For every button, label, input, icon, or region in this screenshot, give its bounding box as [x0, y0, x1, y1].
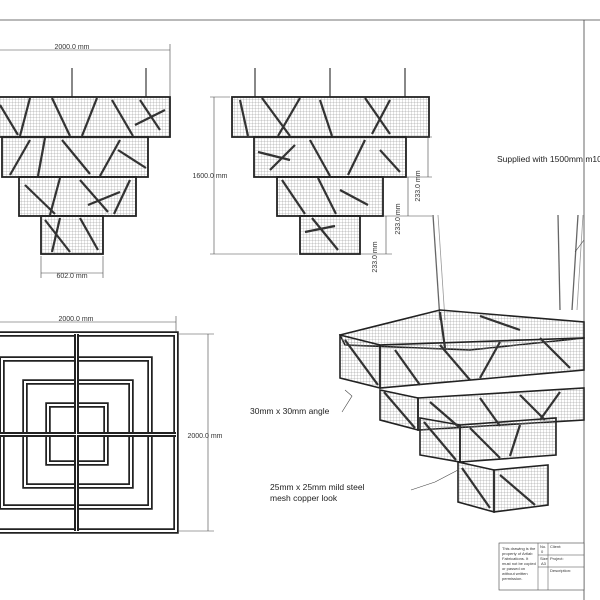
tier-4-panel	[40, 215, 104, 255]
description-label: Description:	[550, 568, 571, 573]
hanging-rod	[432, 214, 441, 321]
side-elevation-view: 1600.0 mm 233.0 mm 233.0 mm 233.0 mm	[192, 68, 432, 273]
hanging-rod	[437, 214, 446, 321]
isometric-view: Supplied with 1500mm m10 30mm x 30mm ang…	[250, 154, 600, 514]
mesh-note-line-1: 25mm x 25mm mild steel	[270, 482, 365, 492]
sheet-size-value: A3	[541, 561, 547, 566]
disclaimer-line-4: must not be copied	[502, 561, 536, 566]
iso-tier-1-right	[379, 337, 585, 389]
hanging-rod	[571, 214, 579, 311]
iso-bracing	[344, 311, 571, 509]
disclaimer-line-1: This drawing is the	[502, 546, 536, 551]
tier-4-panel	[299, 215, 361, 255]
plan-width-dimension: 2000.0 mm	[58, 316, 93, 323]
front-bracing	[0, 97, 166, 253]
plan-height-dimension: 2000.0 mm	[187, 433, 222, 440]
client-label: Client:	[550, 544, 561, 549]
sheet-size-label: Size	[540, 556, 549, 561]
drawing-no-label: No.	[540, 544, 546, 549]
tier-height-dimension-3: 233.0 mm	[372, 241, 379, 272]
disclaimer-line-2: property of Artlab	[502, 551, 533, 556]
rods-note: Supplied with 1500mm m10	[497, 154, 600, 164]
front-width-dimension: 2000.0 mm	[54, 44, 89, 51]
bottom-width-dimension: 602.0 mm	[56, 273, 87, 280]
hanging-rod	[557, 214, 561, 311]
disclaimer-line-6: without written	[502, 571, 528, 576]
project-label: Project:	[550, 556, 564, 561]
hanging-rod	[576, 214, 584, 311]
angle-note: 30mm x 30mm angle	[250, 406, 330, 416]
plan-view: 2000.0 mm 2000.0 mm	[0, 316, 223, 534]
tier-height-dimension-2: 233.0 mm	[395, 203, 402, 234]
mesh-note-line-2: mesh copper look	[270, 493, 338, 503]
disclaimer-line-5: or passed on	[502, 566, 525, 571]
front-elevation-view: 2000.0 mm 602.0 mm	[0, 44, 171, 280]
drawing-no-value: 0	[541, 549, 544, 554]
side-bracing	[238, 97, 401, 251]
title-block: This drawing is the property of Artlab F…	[498, 542, 585, 591]
iso-tier-3-right	[459, 417, 557, 463]
iso-tier-4-right	[493, 464, 549, 513]
disclaimer-line-3: Fabrications. It	[502, 556, 529, 561]
disclaimer-line-7: permission.	[502, 576, 522, 581]
side-height-dimension: 1600.0 mm	[192, 173, 227, 180]
tier-height-dimension-1: 233.0 mm	[415, 170, 422, 201]
